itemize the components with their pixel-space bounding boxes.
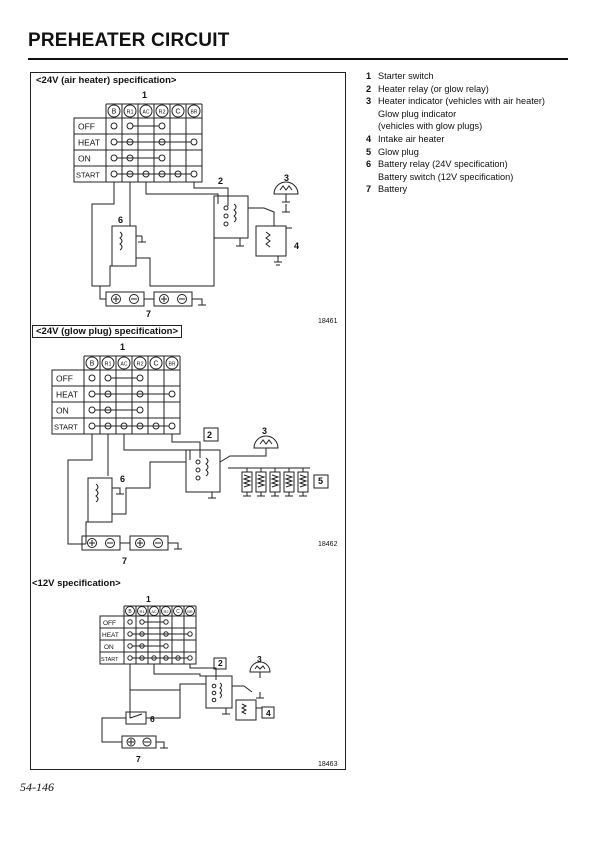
position-label: ON bbox=[104, 644, 114, 651]
terminal-label: B bbox=[128, 609, 132, 615]
legend-item: 2 Heater relay (or glow relay) bbox=[366, 83, 576, 96]
legend-item: 6 Battery relay (24V specification) Batte… bbox=[366, 158, 576, 183]
position-label: OFF bbox=[56, 374, 73, 384]
page-number: 54-146 bbox=[20, 780, 54, 794]
diagram-3-12v: B R1 AC R2 C BR OFF HEAT ON START 1 2 3 … bbox=[99, 594, 275, 764]
diagram-2-figure-number: 18462 bbox=[318, 541, 338, 548]
terminal-label: AC bbox=[143, 110, 150, 116]
position-label: OFF bbox=[78, 122, 95, 132]
terminal-label: C bbox=[153, 361, 158, 368]
callout-7: 7 bbox=[136, 754, 141, 764]
legend-text: Battery bbox=[378, 184, 408, 195]
callout-3: 3 bbox=[257, 654, 262, 664]
legend-text: Glow plug bbox=[378, 146, 419, 157]
legend-item: 7 Battery bbox=[366, 183, 576, 196]
terminal-label: AC bbox=[151, 610, 157, 614]
legend-number: 7 bbox=[366, 184, 372, 195]
callout-7: 7 bbox=[122, 556, 127, 566]
position-label: HEAT bbox=[56, 390, 78, 400]
terminal-label: C bbox=[175, 109, 180, 116]
terminal-label: BR bbox=[169, 362, 176, 368]
legend-text: Heater indicator (vehicles with air heat… bbox=[378, 96, 545, 132]
legend-number: 4 bbox=[366, 133, 372, 144]
legend-number: 2 bbox=[366, 83, 372, 94]
legend-item: 1 Starter switch bbox=[366, 70, 576, 83]
position-label: ON bbox=[78, 154, 91, 164]
callout-2: 2 bbox=[218, 658, 223, 668]
position-label: ON bbox=[56, 406, 69, 416]
diagram-frame bbox=[30, 72, 346, 770]
diagram-1-heading: <24V (air heater) specification> bbox=[36, 75, 177, 86]
title-rule bbox=[28, 58, 568, 60]
terminal-label: R2 bbox=[136, 362, 143, 368]
position-label: OFF bbox=[103, 620, 116, 627]
legend-text: Heater relay (or glow relay) bbox=[378, 83, 489, 94]
legend-item: 4 Intake air heater bbox=[366, 133, 576, 146]
legend-text: Intake air heater bbox=[378, 133, 445, 144]
callout-6: 6 bbox=[120, 474, 125, 484]
legend-text: Battery relay (24V specification) Batter… bbox=[378, 159, 514, 182]
page-title: PREHEATER CIRCUIT bbox=[28, 30, 230, 51]
callout-3: 3 bbox=[262, 426, 267, 436]
callout-1: 1 bbox=[146, 594, 151, 604]
position-label: START bbox=[54, 423, 78, 432]
terminal-label: BR bbox=[187, 610, 193, 614]
diagram-2-heading: <24V (glow plug) specification> bbox=[32, 325, 182, 338]
diagram-2-glow-plug: B R1 AC R2 C BR OFF HEAT ON START 1 2 3 … bbox=[51, 342, 329, 566]
callout-1: 1 bbox=[142, 90, 147, 100]
callout-4: 4 bbox=[294, 241, 299, 251]
diagram-3-figure-number: 18463 bbox=[318, 761, 338, 768]
terminal-label: R1 bbox=[126, 110, 133, 116]
callout-5: 5 bbox=[318, 476, 323, 486]
position-label: START bbox=[101, 657, 119, 663]
callout-4: 4 bbox=[266, 708, 271, 718]
legend-number: 1 bbox=[366, 71, 372, 81]
legend-item: 5 Glow plug bbox=[366, 146, 576, 159]
position-label: HEAT bbox=[78, 138, 100, 148]
terminal-label: R1 bbox=[104, 362, 111, 368]
diagram-1-figure-number: 18461 bbox=[318, 318, 338, 325]
callout-7: 7 bbox=[146, 309, 151, 318]
terminal-label: R2 bbox=[158, 110, 165, 116]
legend-text: Starter switch bbox=[378, 71, 434, 81]
position-label: HEAT bbox=[102, 632, 119, 639]
terminal-label: BR bbox=[191, 110, 198, 116]
diagram-3-heading: <12V specification> bbox=[32, 578, 121, 589]
callout-6: 6 bbox=[150, 714, 155, 724]
legend-number: 3 bbox=[366, 96, 372, 107]
terminal-label: C bbox=[176, 609, 180, 615]
terminal-label: B bbox=[90, 361, 95, 368]
diagram-1-air-heater: B R1 AC R2 C BR OFF HEAT ON START 1 2 3 … bbox=[73, 90, 299, 318]
legend-number: 6 bbox=[366, 159, 372, 170]
position-label: START bbox=[76, 171, 100, 180]
terminal-label: B bbox=[112, 109, 117, 116]
terminal-label: R1 bbox=[139, 609, 145, 614]
callout-6: 6 bbox=[118, 215, 123, 225]
callout-1: 1 bbox=[120, 342, 125, 352]
terminal-label: R2 bbox=[163, 609, 169, 614]
callout-3: 3 bbox=[284, 173, 289, 183]
component-legend: 1 Starter switch 2 Heater relay (or glow r… bbox=[366, 70, 576, 196]
terminal-label: AC bbox=[121, 362, 128, 368]
legend-item: 3 Heater indicator (vehicles with air hea… bbox=[366, 95, 576, 133]
legend-number: 5 bbox=[366, 146, 372, 157]
callout-2: 2 bbox=[207, 430, 212, 440]
callout-2: 2 bbox=[218, 176, 223, 186]
